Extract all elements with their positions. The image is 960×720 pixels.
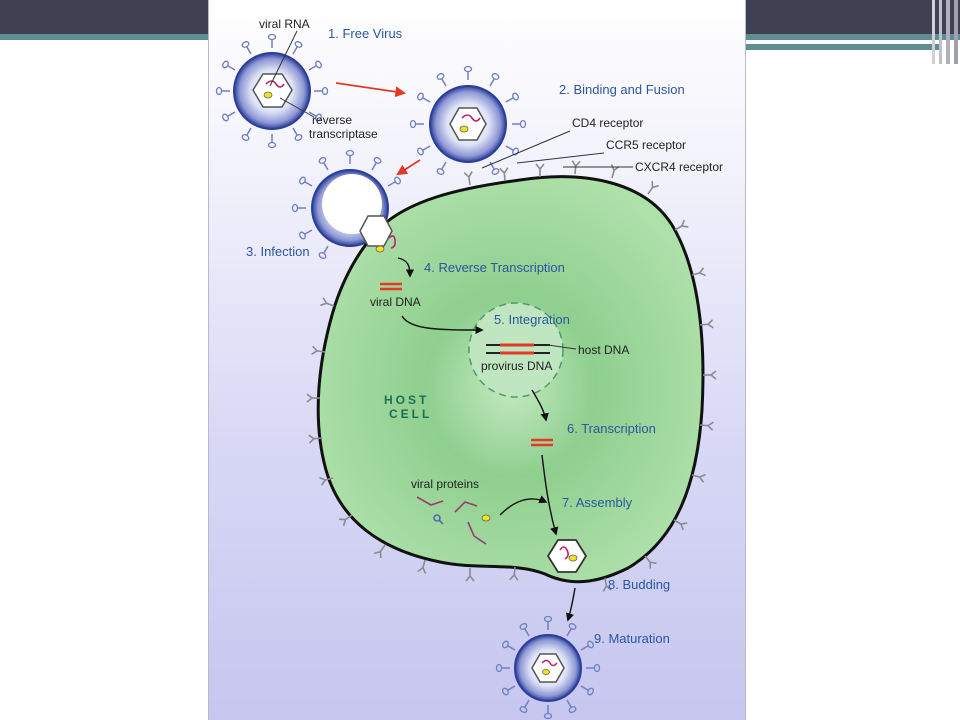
label-cxcr4-receptor: CXCR4 receptor bbox=[635, 160, 723, 174]
process-arrows bbox=[397, 257, 576, 622]
viral-dna bbox=[380, 282, 402, 291]
provirus-dna bbox=[486, 343, 550, 355]
arrow-binding-to-infection bbox=[396, 159, 421, 176]
step-free-virus: 1. Free Virus bbox=[328, 26, 403, 41]
viral-proteins bbox=[416, 496, 491, 545]
infecting-virus bbox=[291, 149, 403, 261]
mature-virus bbox=[495, 615, 601, 720]
label-ccr5-receptor: CCR5 receptor bbox=[606, 138, 686, 152]
label-viral-dna: viral DNA bbox=[370, 295, 421, 309]
label-cd4-receptor: CD4 receptor bbox=[572, 116, 643, 130]
step-binding-fusion: 2. Binding and Fusion bbox=[559, 82, 685, 97]
step-maturation: 9. Maturation bbox=[594, 631, 670, 646]
step-assembly: 7. Assembly bbox=[562, 495, 633, 510]
label-reverse: reverse bbox=[312, 113, 352, 127]
label-viral-rna: viral RNA bbox=[259, 17, 310, 31]
slide-accent-stripe-short bbox=[742, 44, 942, 50]
label-provirus-dna: provirus DNA bbox=[481, 359, 552, 373]
nucleus bbox=[468, 302, 564, 398]
label-host-dna: host DNA bbox=[578, 343, 629, 357]
step-budding: 8. Budding bbox=[608, 577, 670, 592]
step-transcription: 6. Transcription bbox=[567, 421, 656, 436]
arrow-free-to-binding bbox=[335, 82, 407, 98]
step-reverse-transcription: 4. Reverse Transcription bbox=[424, 260, 565, 275]
binding-virus bbox=[409, 65, 527, 177]
free-virus bbox=[215, 33, 329, 149]
label-cell: CELL bbox=[389, 407, 432, 421]
slide-corner-decoration bbox=[932, 0, 958, 64]
step-integration: 5. Integration bbox=[494, 312, 570, 327]
step-infection: 3. Infection bbox=[246, 244, 310, 259]
rna-transcript bbox=[531, 438, 553, 447]
label-host: HOST bbox=[384, 393, 429, 407]
pointer-lines bbox=[269, 30, 633, 350]
label-viral-proteins: viral proteins bbox=[411, 477, 479, 491]
budding-capsid bbox=[546, 539, 588, 573]
label-transcriptase: transcriptase bbox=[309, 127, 378, 141]
